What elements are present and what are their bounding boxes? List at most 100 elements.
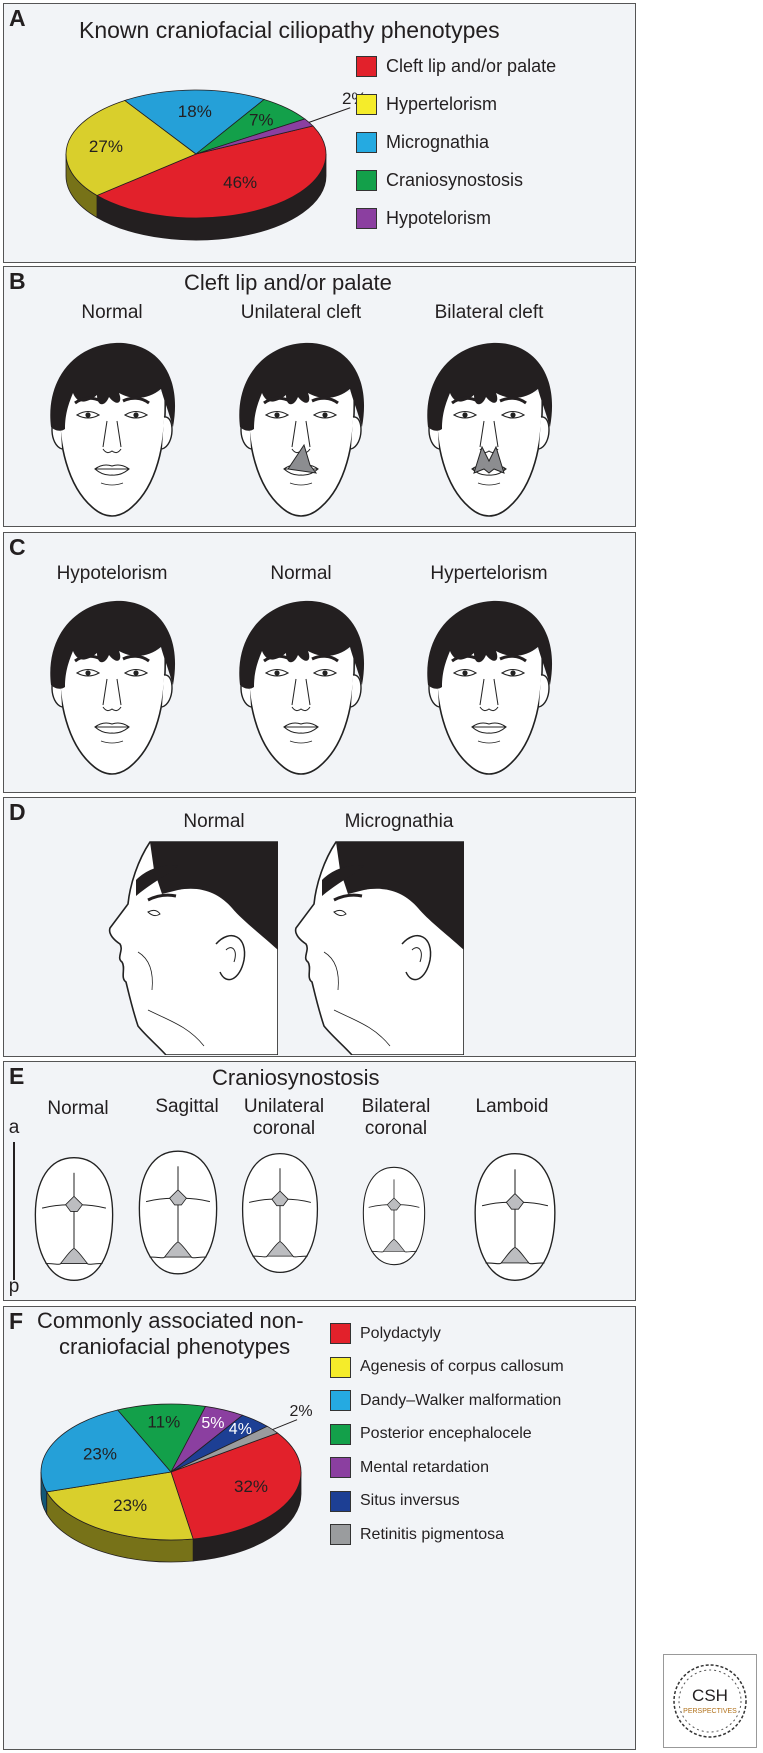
- panel-title-line2: craniofacial phenotypes: [59, 1334, 291, 1359]
- legend-swatch: [330, 1356, 351, 1378]
- profile-normal: [108, 840, 278, 1055]
- pie-a-slice-label-3: 7%: [249, 110, 274, 129]
- assoc-legend-item-2: Dandy–Walker malformation: [330, 1390, 561, 1411]
- face-normal: [226, 595, 376, 780]
- assoc-legend-item-0: Polydactyly: [330, 1323, 441, 1344]
- known-legend-item-4: Hypotelorism: [356, 208, 491, 229]
- known-legend-item-1: Hypertelorism: [356, 94, 497, 115]
- skull-label-normal: Normal: [47, 1098, 109, 1119]
- legend-label: Cleft lip and/or palate: [386, 56, 557, 76]
- skull-bilateral-coronal: [347, 1166, 441, 1266]
- face-label-hypertelorism: Hypertelorism: [430, 563, 548, 584]
- pie-a-leader-line-4: [308, 107, 351, 123]
- panel-a: A Known craniofacial ciliopathy phenotyp…: [3, 3, 636, 263]
- ap-axis-line: [13, 1142, 15, 1280]
- skull-sagittal: [136, 1134, 220, 1291]
- legend-swatch: [356, 56, 377, 77]
- assoc-legend-item-4: Mental retardation: [330, 1457, 489, 1478]
- legend-swatch: [356, 94, 377, 115]
- assoc-legend-item-1: Agenesis of corpus callosum: [330, 1356, 564, 1378]
- legend-label: Micrognathia: [386, 132, 490, 152]
- legend-swatch: [330, 1390, 351, 1411]
- pie-a-slice-label-2: 18%: [178, 102, 212, 121]
- panel-letter: D: [9, 799, 26, 825]
- pie-f-slice-label-3: 11%: [147, 1413, 180, 1432]
- assoc-legend-item-5: Situs inversus: [330, 1490, 460, 1512]
- pie-f-slice-label-2: 23%: [83, 1445, 117, 1464]
- axis-label-posterior: p: [8, 1276, 20, 1297]
- face-label-normal: Normal: [81, 302, 143, 323]
- legend-swatch: [330, 1490, 351, 1512]
- legend-label: Agenesis of corpus callosum: [360, 1358, 564, 1375]
- skull-normal: [27, 1156, 121, 1282]
- panel-letter: B: [9, 268, 26, 294]
- face-bilateral-cleft: [414, 337, 564, 522]
- pie-a-slice-label-1: 27%: [89, 137, 123, 156]
- panel-c: C Hypotelorism Normal Hypertelorism: [3, 532, 636, 793]
- skull-label-lamboid: Lamboid: [475, 1096, 549, 1117]
- dna-ring-icon: CSH PERSPECTIVES: [673, 1664, 747, 1738]
- panel-letter: E: [9, 1063, 25, 1089]
- legend-swatch: [330, 1457, 351, 1478]
- known-legend-item-3: Craniosynostosis: [356, 170, 523, 191]
- legend-label: Polydactyly: [360, 1324, 441, 1342]
- panel-title: Craniosynostosis: [212, 1065, 380, 1090]
- pie-f-slice-label-0: 32%: [234, 1477, 268, 1496]
- pie-f-leader-line-6: [272, 1419, 298, 1431]
- assoc-legend-item-6: Retinitis pigmentosa: [330, 1524, 504, 1545]
- legend-label: Dandy–Walker malformation: [360, 1391, 562, 1409]
- skull-label-bilateral-coronal: Bilateral coronal: [361, 1096, 431, 1139]
- skull-label-unilateral-coronal: Unilateral coronal: [243, 1096, 325, 1139]
- panel-letter: F: [9, 1308, 24, 1334]
- panel-e: E Craniosynostosis Normal Sagittal Unila…: [3, 1061, 636, 1301]
- panel-letter: C: [9, 534, 26, 560]
- face-label-hypotelorism: Hypotelorism: [56, 563, 168, 584]
- legend-swatch: [330, 1524, 351, 1545]
- panel-title-line1: Commonly associated non-: [37, 1308, 304, 1333]
- pie-a-slice-1: [65, 100, 197, 196]
- logo-text-perspectives: PERSPECTIVES: [683, 1708, 737, 1715]
- pie-f-slice-2: [40, 1409, 172, 1493]
- known-legend-item-2: Micrognathia: [356, 132, 489, 153]
- skull-unilateral-coronal: [234, 1152, 326, 1274]
- panel-f: F Commonly associated non- craniofacial …: [3, 1306, 636, 1750]
- pie-f-slice-label-4: 5%: [201, 1415, 224, 1432]
- profile-label-micrognathia: Micrognathia: [344, 811, 454, 832]
- pie-chart-non-craniofacial-phenotypes: 32% 23% 23% 11% 5% 4% 2%: [40, 1403, 313, 1563]
- panel-title: Known craniofacial ciliopathy phenotypes: [79, 17, 500, 43]
- face-label-bilateral-cleft: Bilateral cleft: [434, 302, 544, 323]
- legend-swatch: [356, 208, 377, 229]
- legend-label: Retinitis pigmentosa: [360, 1525, 505, 1543]
- face-unilateral-cleft: [226, 337, 376, 522]
- legend-label: Posterior encephalocele: [360, 1425, 532, 1442]
- legend-swatch: [356, 132, 377, 153]
- profile-micrognathia: [294, 840, 464, 1055]
- panel-b: B Cleft lip and/or palate Normal Unilate…: [3, 266, 636, 527]
- legend-label: Craniosynostosis: [386, 170, 524, 190]
- panel-d: D Normal Micrognathia: [3, 797, 636, 1057]
- face-label-unilateral-cleft: Unilateral cleft: [240, 302, 362, 323]
- skull-lamboid: [469, 1152, 561, 1282]
- legend-label: Mental retardation: [360, 1458, 489, 1476]
- assoc-legend-item-3: Posterior encephalocele: [330, 1423, 532, 1445]
- pie-f-slice-3: [116, 1403, 207, 1473]
- known-legend-item-0: Cleft lip and/or palate: [356, 56, 556, 77]
- face-hypertelorism: [414, 595, 564, 780]
- pie-a-slice-0: [96, 125, 327, 219]
- legend-swatch: [330, 1423, 351, 1445]
- face-normal: [37, 337, 187, 522]
- logo-text-csh: CSH: [692, 1686, 728, 1705]
- pie-a-slice-label-0: 46%: [223, 173, 257, 192]
- pie-a-slice-2: [123, 89, 265, 155]
- pie-f-slice-label-6: 2%: [289, 1403, 312, 1420]
- pie-a-slice-4: [195, 118, 314, 155]
- face-hypotelorism: [37, 595, 187, 780]
- pie-f-slice-label-1: 23%: [113, 1496, 147, 1515]
- legend-swatch: [330, 1323, 351, 1344]
- legend-label: Situs inversus: [360, 1492, 460, 1509]
- legend-label: Hypertelorism: [386, 94, 498, 114]
- pie-f-slice-label-5: 4%: [229, 1421, 252, 1438]
- panel-title: Cleft lip and/or palate: [184, 270, 392, 295]
- panel-letter: A: [9, 5, 26, 31]
- legend-label: Hypotelorism: [386, 208, 492, 228]
